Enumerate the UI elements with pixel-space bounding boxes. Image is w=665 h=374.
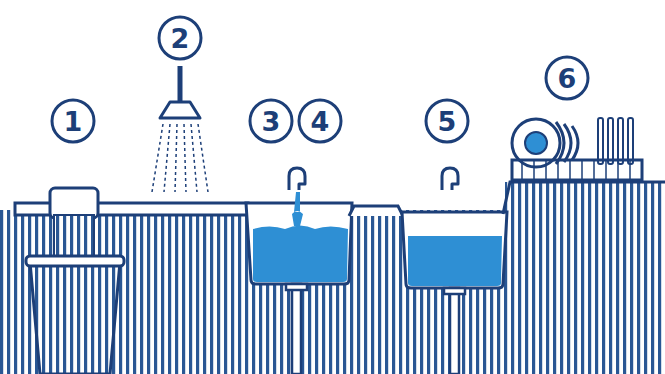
callout-number: 6 (544, 55, 590, 101)
callout-number: 3 (248, 98, 294, 144)
callout-number: 1 (50, 98, 96, 144)
sink-basin (402, 212, 507, 288)
sink-water (253, 226, 348, 283)
counter-edge (503, 182, 665, 214)
raised-counter-cabinet (505, 182, 665, 212)
callout-circle: 2 (157, 15, 203, 61)
callout-circle: 4 (297, 98, 343, 144)
spray-head (160, 102, 200, 118)
trash-bin-rim (26, 256, 124, 266)
dish-rack (512, 118, 642, 180)
drain (286, 284, 307, 290)
chute (54, 215, 94, 260)
callout-circle: 3 (248, 98, 294, 144)
callout-number: 2 (157, 15, 203, 61)
trash-bin (30, 262, 120, 374)
drain-pipe (292, 284, 301, 374)
cabinet (0, 210, 665, 374)
sink-water (408, 236, 502, 286)
drain (444, 288, 465, 294)
callout-number: 4 (297, 98, 343, 144)
callout-number: 5 (424, 98, 470, 144)
faucet (289, 168, 305, 190)
drain-pipe (450, 288, 459, 374)
callout-circle: 1 (50, 98, 96, 144)
running-water (292, 192, 303, 226)
callout-circle: 5 (424, 98, 470, 144)
chute-cap (50, 188, 98, 218)
sink-divider (349, 206, 403, 216)
callout-circle: 6 (544, 55, 590, 101)
spray (152, 124, 208, 192)
faucet (442, 168, 458, 190)
pipe (178, 66, 183, 103)
